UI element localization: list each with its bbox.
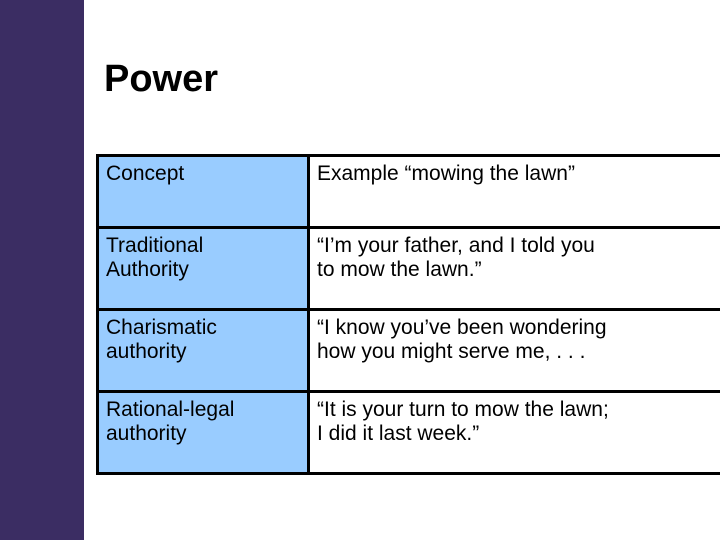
example-line-1: “I know you’ve been wondering <box>317 316 607 339</box>
table-row: Charismatic authority “I know you’ve bee… <box>96 308 720 393</box>
concept-line-2: Authority <box>106 257 189 281</box>
header-cell-concept: Concept <box>96 154 310 229</box>
power-concepts-table: Concept Example “mowing the lawn” Tradit… <box>96 154 720 475</box>
concept-cell-charismatic: Charismatic authority <box>96 308 310 393</box>
table-header-row: Concept Example “mowing the lawn” <box>96 154 720 229</box>
example-line-2: how you might serve me, . . . <box>317 339 586 363</box>
table-row: Traditional Authority “I’m your father, … <box>96 226 720 311</box>
example-cell-rational-legal: “It is your turn to mow the lawn; I did … <box>307 390 720 475</box>
example-line-1: “It is your turn to mow the lawn; <box>317 398 609 421</box>
concept-line-1: Traditional <box>106 234 204 257</box>
concept-line-2: authority <box>106 421 187 445</box>
concept-line-1: Rational-legal <box>106 398 235 421</box>
concept-line-1: Charismatic <box>106 316 217 339</box>
example-cell-traditional: “I’m your father, and I told you to mow … <box>307 226 720 311</box>
example-line-1: “I’m your father, and I told you <box>317 234 595 257</box>
example-line-2: I did it last week.” <box>317 421 480 445</box>
concept-cell-rational-legal: Rational-legal authority <box>96 390 310 475</box>
example-cell-charismatic: “I know you’ve been wondering how you mi… <box>307 308 720 393</box>
concept-cell-traditional: Traditional Authority <box>96 226 310 311</box>
left-accent-band <box>0 0 84 540</box>
header-label-concept: Concept <box>106 162 185 185</box>
concept-line-2: authority <box>106 339 187 363</box>
page-title: Power <box>104 58 219 100</box>
header-cell-example: Example “mowing the lawn” <box>307 154 720 229</box>
example-line-2: to mow the lawn.” <box>317 257 482 281</box>
header-label-example: Example “mowing the lawn” <box>317 162 575 185</box>
table-row: Rational-legal authority “It is your tur… <box>96 390 720 475</box>
